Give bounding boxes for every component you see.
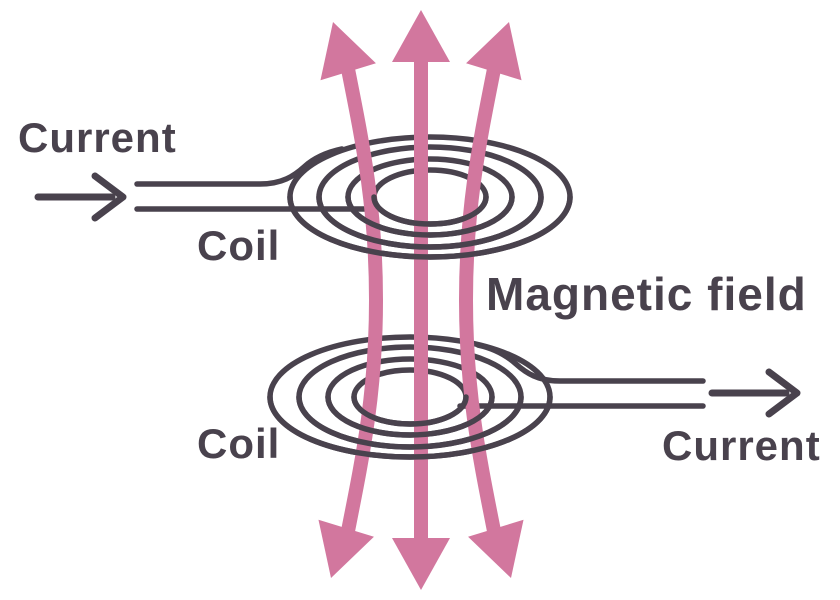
coil-label-bottom: Coil — [197, 420, 280, 467]
top-coil-wire-in-upper — [134, 146, 345, 187]
top-coil-front-arc-3 — [345, 194, 515, 238]
field-line-right — [458, 62, 502, 538]
bottom-coil-front-arcs — [267, 394, 553, 460]
bottom-coil-front-arc-3 — [325, 394, 495, 438]
top-coil-front-arc-1 — [287, 194, 573, 260]
top-coil-front-arcs — [287, 194, 573, 260]
current-arrow-top-left-icon — [34, 172, 127, 222]
magnetic-field-lines — [318, 10, 524, 590]
field-arrowhead-bottom-right-icon — [468, 519, 524, 578]
bottom-coil-front-arc-2 — [296, 394, 524, 450]
field-arrowhead-top-center-icon — [392, 10, 450, 62]
field-arrowhead-top-right-icon — [466, 22, 522, 81]
bottom-coil-wire-out-upper — [475, 342, 706, 384]
field-arrowhead-bottom-left-icon — [318, 519, 374, 578]
bottom-coil-front-arc-1 — [267, 394, 553, 460]
field-arrowhead-bottom-center-icon — [392, 538, 450, 590]
current-label-top: Current — [18, 114, 177, 161]
bottom-coil-front-arc-4 — [351, 394, 469, 427]
field-arrowhead-top-left-icon — [320, 22, 376, 81]
top-coil-front-arc-2 — [316, 194, 544, 250]
top-coil-front-arc-4 — [371, 194, 489, 227]
field-line-left — [340, 62, 384, 538]
current-label-bottom: Current — [662, 422, 821, 469]
magnetic-field-label: Magnetic field — [486, 268, 807, 320]
coil-label-top: Coil — [197, 222, 280, 269]
current-arrow-bottom-head — [765, 368, 801, 418]
current-arrow-bottom-right-icon — [708, 368, 801, 418]
current-arrow-top-head — [91, 172, 127, 222]
bottom-coil — [267, 334, 706, 460]
